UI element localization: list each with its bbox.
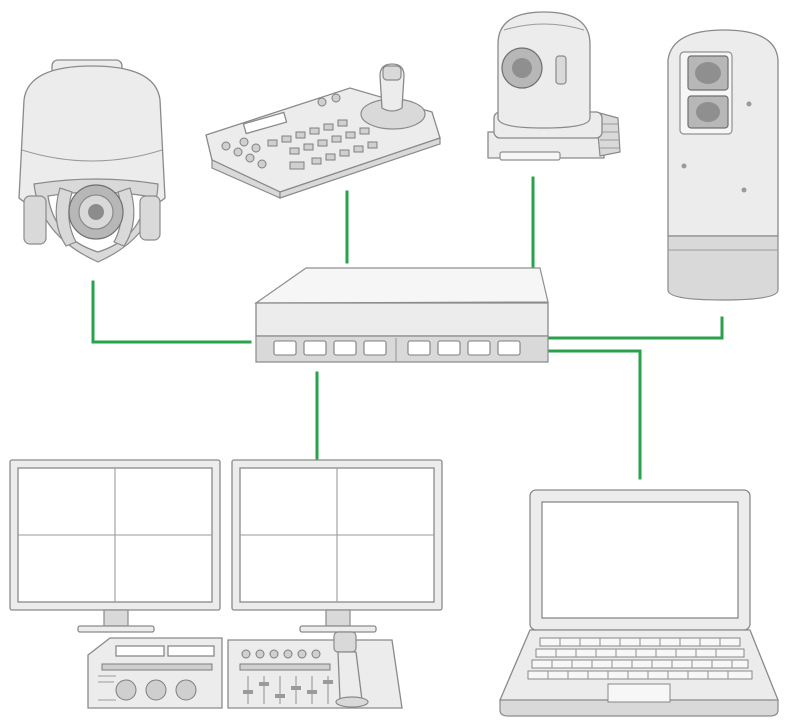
keyboard-controller-icon: [205, 63, 441, 199]
laptop-icon: [499, 489, 779, 717]
ptz-camera-icon: [487, 11, 621, 161]
network-links: [91, 176, 724, 480]
monitors-icon: [9, 459, 443, 709]
link-dome-camera-to-switch: [91, 280, 252, 344]
thermal-camera-icon: [667, 29, 779, 301]
network-switch-icon: [254, 267, 549, 363]
link-thermal-camera-to-switch: [547, 316, 724, 340]
link-switch-to-laptop: [547, 349, 642, 480]
ptz-dome-camera-icon: [18, 59, 166, 263]
